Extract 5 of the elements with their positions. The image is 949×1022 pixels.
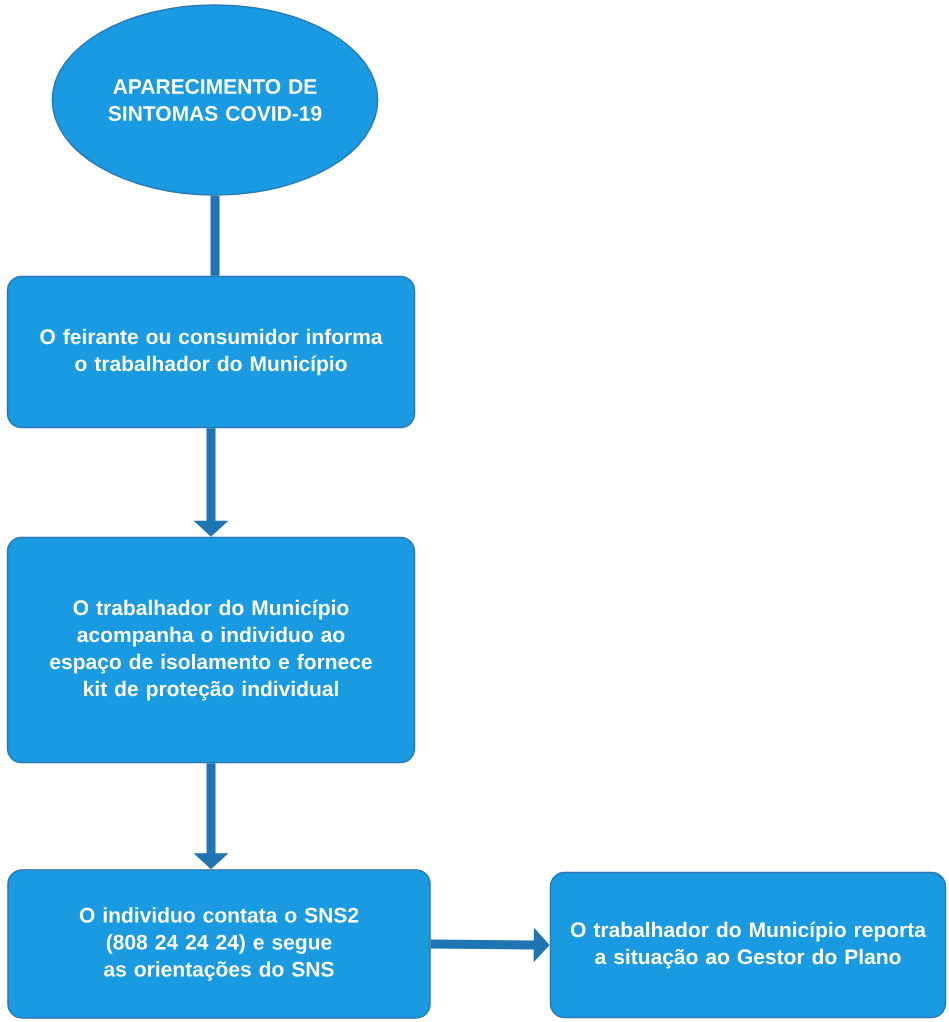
process-box: O feirante ou consumidor informa o trabalhador do Município: [6, 275, 416, 429]
process-box: O trabalhador do Município acompanha o individuo ao espaço de isolamento e fornece kit de proteção individual: [6, 536, 416, 764]
process-box: O individuo contata o SNS2 (808 24 24 24) e segue as orientações do SNS: [7, 869, 431, 1019]
connector-line: [210, 195, 220, 276]
process-box: O trabalhador do Município reporta a situação ao Gestor do Plano: [549, 871, 947, 1019]
